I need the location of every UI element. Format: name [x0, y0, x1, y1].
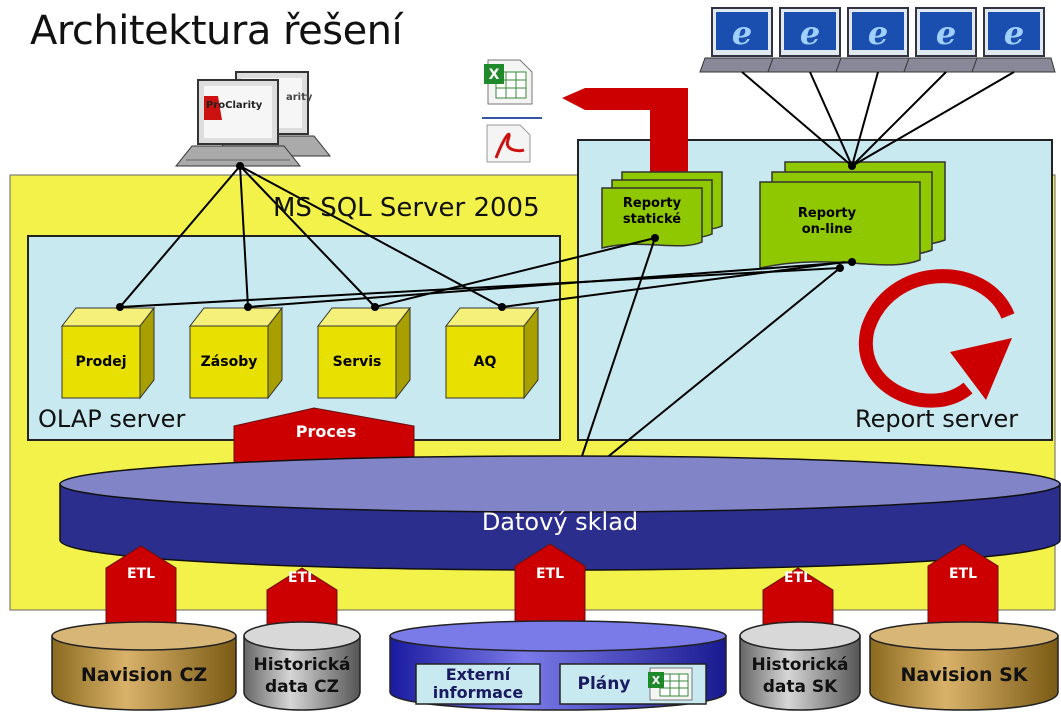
etl-label: ETL [948, 566, 978, 582]
cube-aq [444, 306, 540, 400]
internet-explorer-icon: e [699, 7, 785, 73]
excel-file-icon: X [648, 667, 693, 701]
svg-text:e: e [732, 14, 752, 52]
internet-explorer-icon: e [767, 7, 853, 73]
db-navision-cz [51, 621, 237, 711]
client-app-label: ProClarity [206, 100, 263, 111]
cube-prodej [60, 306, 156, 400]
svg-text:e: e [800, 14, 820, 52]
refresh-arrow-icon [859, 269, 1015, 408]
source-navision-cz: Navision CZ [80, 664, 208, 686]
container-label: MS SQL Server 2005 [273, 193, 540, 223]
etl-label: ETL [783, 570, 813, 586]
source-navision-sk: Navision SK [900, 664, 1028, 686]
cube-label-zasoby: Zásoby [200, 354, 258, 370]
db-navision-sk [869, 621, 1059, 711]
report-server-label: Report server [855, 405, 1019, 433]
client-app-label-back: arity [286, 92, 313, 103]
laptop-icon [174, 79, 302, 167]
pdf-file-icon [486, 124, 531, 163]
excel-file-icon: X [484, 59, 533, 105]
etl-label: ETL [126, 566, 156, 582]
svg-text:X: X [652, 674, 661, 687]
browser-clients: e e e e e [699, 7, 1056, 73]
cube-label-servis: Servis [332, 354, 382, 370]
cube-servis [316, 306, 412, 400]
etl-arrows [105, 543, 999, 631]
svg-text:e: e [1004, 14, 1024, 52]
source-plany: Plány [577, 674, 631, 694]
cube-label-aq: AQ [473, 354, 497, 370]
connection-lines [119, 71, 1015, 487]
svg-text:e: e [936, 14, 956, 52]
reports-online-stack [759, 161, 946, 269]
proces-shape [233, 407, 415, 467]
export-arrow [562, 88, 688, 172]
internet-explorer-icon: e [971, 7, 1056, 73]
cube-zasoby [188, 306, 284, 400]
etl-label: ETL [287, 570, 317, 586]
proces-label: Proces [295, 422, 357, 441]
db-historicka-cz [243, 621, 361, 711]
etl-label: ETL [535, 566, 565, 582]
reports-static-stack [601, 171, 723, 249]
internet-explorer-icon: e [835, 7, 921, 73]
cube-label-prodej: Prodej [75, 354, 127, 370]
warehouse-label: Datový sklad [481, 508, 639, 536]
datovy-sklad-cylinder [59, 455, 1061, 571]
svg-text:e: e [868, 14, 888, 52]
externi-box [415, 663, 541, 705]
olap-server-label: OLAP server [38, 405, 186, 433]
page-title: Architektura řešení [30, 8, 403, 54]
svg-text:X: X [489, 67, 500, 83]
internet-explorer-icon: e [903, 7, 989, 73]
db-historicka-sk [739, 621, 861, 711]
